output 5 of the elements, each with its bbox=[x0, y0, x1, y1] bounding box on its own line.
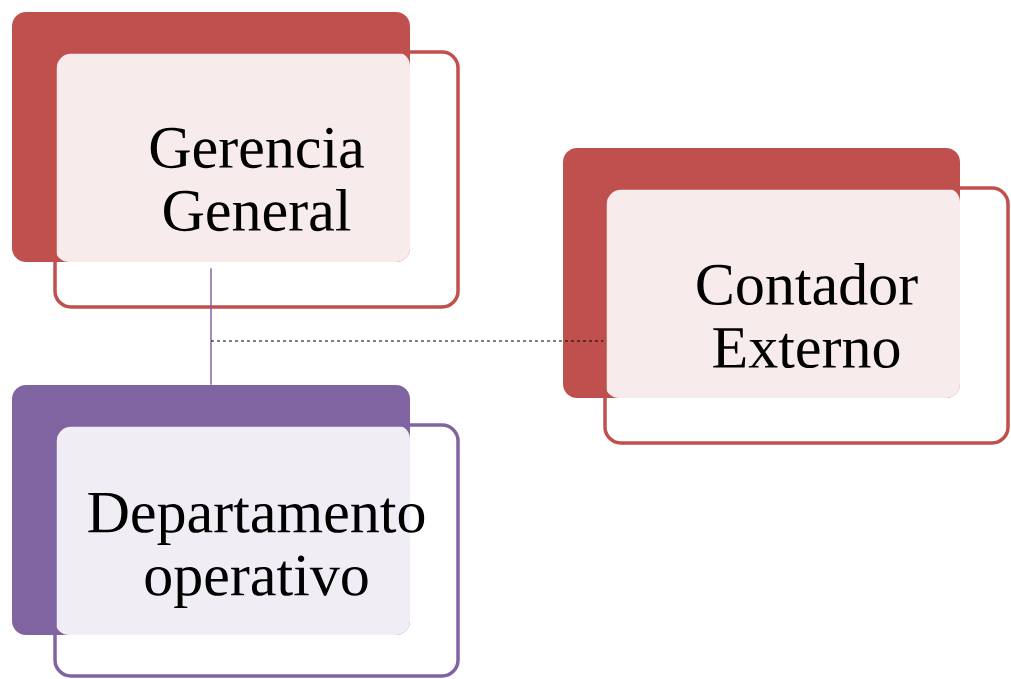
dashed-line bbox=[210, 340, 604, 342]
process-box: Departamento operativo bbox=[12, 385, 460, 678]
process-box: Gerencia General bbox=[12, 12, 460, 309]
connector-line bbox=[210, 267, 212, 386]
process-box: Contador Externo bbox=[563, 148, 1010, 445]
